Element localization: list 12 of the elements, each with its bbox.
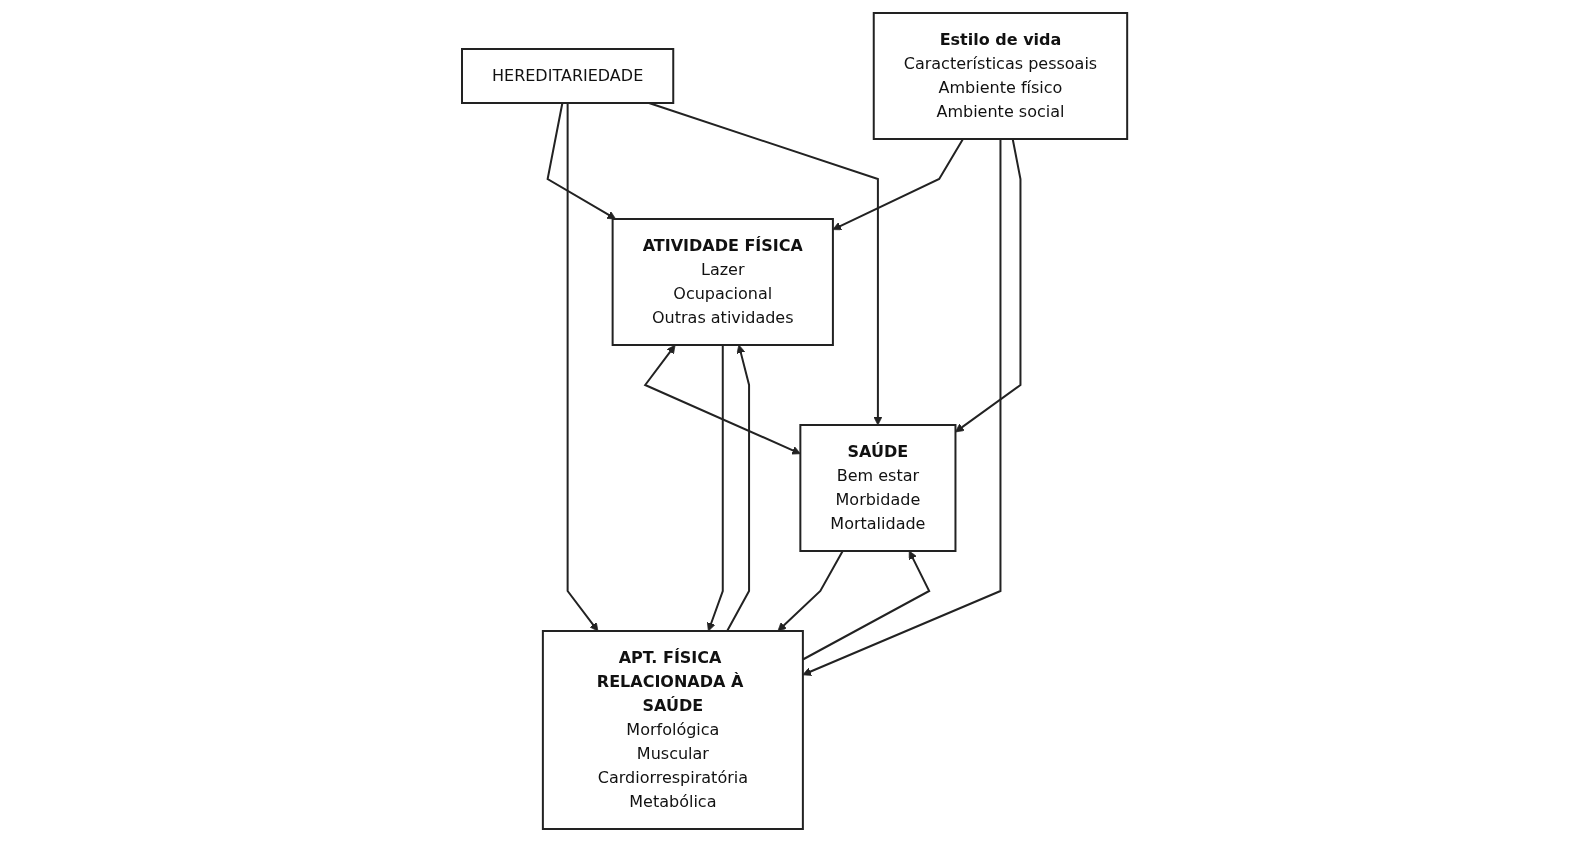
node-box: ATIVIDADE FÍSICA Lazer Ocupacional Outras atividades — [612, 217, 835, 346]
arrow — [726, 344, 751, 632]
node-box: HEREDITARIEDADE — [461, 47, 675, 104]
arrow — [707, 343, 725, 631]
arrow — [648, 101, 883, 425]
node-box: APT. FÍSICA RELACIONADA À SAÚDE Morfológica Muscular Cardiorrespiratória Metabólica — [542, 629, 805, 830]
arrow — [567, 101, 599, 631]
node-box: SAÚDE Bem estar Morbidade Mortalidade — [799, 423, 957, 552]
arrow — [777, 549, 845, 631]
arrow — [546, 101, 617, 219]
node-box: Estilo de vida Características pessoais Ambiente físico Ambiente social — [873, 11, 1129, 140]
arrow — [955, 137, 1022, 432]
